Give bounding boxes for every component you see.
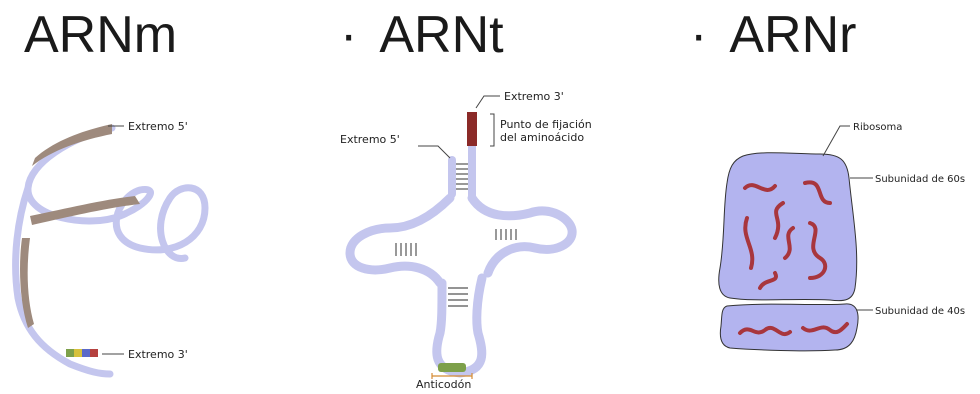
trna-label-5: Extremo 5'	[340, 133, 400, 146]
mrna-codon-green	[66, 349, 74, 357]
trna-attach-bracket	[490, 114, 494, 146]
rrna-diagram: Ribosoma Subunidad de 60s Subunidad de 4…	[685, 88, 980, 388]
trna-anticodon-loop	[437, 278, 482, 373]
title-arnr-text: ARNr	[729, 6, 856, 64]
mrna-panel: Extremo 5' Extremo 3'	[0, 88, 250, 388]
bullet-arnt: ·	[340, 6, 357, 64]
trna-base-pairs-acceptor	[456, 164, 468, 189]
title-arnr: · ARNr	[690, 2, 856, 68]
title-arnm: ARNm	[24, 2, 177, 68]
trna-pointer-3	[476, 96, 500, 108]
trna-right-arm	[472, 198, 572, 273]
rrna-label-ribosome: Ribosoma	[853, 122, 902, 133]
trna-anticodon	[438, 363, 466, 372]
mrna-codon-blue	[82, 349, 90, 357]
title-arnm-text: ARNm	[24, 6, 177, 64]
mrna-label-5: Extremo 5'	[128, 120, 188, 133]
trna-acceptor-stem-left	[448, 156, 456, 198]
mrna-codon-red	[90, 349, 98, 357]
rrna-label-60s: Subunidad de 60s	[875, 174, 965, 185]
trna-attach-label-line2: del aminoácido	[500, 131, 584, 144]
trna-pointer-5	[418, 146, 450, 158]
rrna-large-subunit	[719, 153, 857, 301]
title-arnt-text: ARNt	[379, 6, 503, 64]
trna-attach-point	[467, 112, 477, 146]
trna-label-3: Extremo 3'	[504, 90, 564, 103]
title-arnt: · ARNt	[340, 2, 504, 68]
trna-diagram: Extremo 3' Extremo 5' Punto de fijación …	[310, 88, 620, 388]
mrna-diagram: Extremo 5' Extremo 3'	[0, 88, 250, 388]
mrna-codon-yellow	[74, 349, 82, 357]
bullet-arnr: ·	[690, 6, 707, 64]
rrna-small-subunit	[720, 304, 858, 351]
trna-panel: Extremo 3' Extremo 5' Punto de fijación …	[310, 88, 620, 388]
trna-base-pairs-anticodon	[448, 288, 468, 306]
trna-base-pairs-right	[496, 229, 516, 240]
mrna-label-3: Extremo 3'	[128, 348, 188, 361]
rrna-label-40s: Subunidad de 40s	[875, 306, 965, 317]
trna-base-pairs-left	[396, 243, 416, 256]
rrna-pointer-ribosome	[823, 126, 850, 156]
mrna-strand	[16, 128, 205, 374]
trna-attach-label-line1: Punto de fijación	[500, 118, 592, 131]
rrna-panel: Ribosoma Subunidad de 60s Subunidad de 4…	[685, 88, 980, 388]
trna-left-arm	[350, 198, 450, 283]
trna-anticodon-label: Anticodón	[416, 378, 471, 388]
